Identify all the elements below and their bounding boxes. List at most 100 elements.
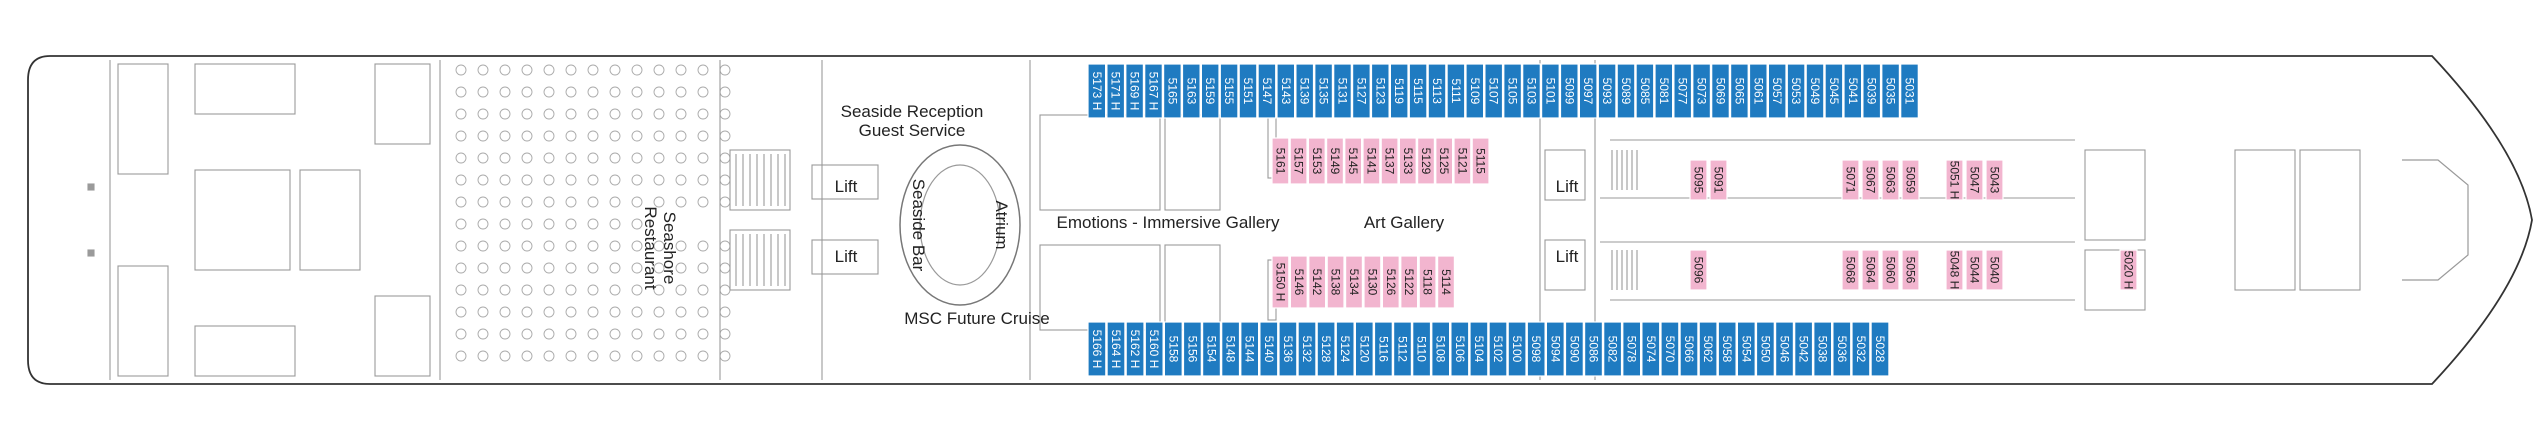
upper-outer-cabin[interactable]: 5093 xyxy=(1597,63,1617,119)
lower-outer-cabin[interactable]: 5112 xyxy=(1392,321,1412,377)
lower-outer-cabin[interactable]: 5116 xyxy=(1373,321,1393,377)
lower-outer-cabin[interactable]: 5110 xyxy=(1412,321,1432,377)
upper-outer-cabin[interactable]: 5077 xyxy=(1673,63,1693,119)
lower-outer-cabin[interactable]: 5140 xyxy=(1259,321,1279,377)
upper-outer-cabin[interactable]: 5065 xyxy=(1729,63,1749,119)
lower-outer-cabin[interactable]: 5106 xyxy=(1450,321,1470,377)
lower-inner-cabin[interactable]: 5130 xyxy=(1363,255,1382,309)
lower-outer-cabin[interactable]: 5082 xyxy=(1603,321,1623,377)
lower-outer-cabin[interactable]: 5124 xyxy=(1335,321,1355,377)
upper-outer-cabin[interactable]: 5031 xyxy=(1900,63,1919,119)
lower-outer-cabin[interactable]: 5070 xyxy=(1660,321,1680,377)
lower-outer-cabin[interactable]: 5166 H xyxy=(1087,321,1107,377)
lower-outer-cabin[interactable]: 5028 xyxy=(1870,321,1890,377)
lower-inner-cabin[interactable]: 5118 xyxy=(1418,255,1437,309)
lower-outer-cabin[interactable]: 5062 xyxy=(1698,321,1718,377)
lower-outer-cabin[interactable]: 5042 xyxy=(1794,321,1814,377)
lower-outer-cabin[interactable]: 5162 H xyxy=(1125,321,1145,377)
lower-outer-cabin[interactable]: 5144 xyxy=(1240,321,1260,377)
lower-inner-fwd-cabin[interactable]: 5060 xyxy=(1881,249,1900,291)
upper-inner-fwd-cabin[interactable]: 5047 xyxy=(1965,159,1984,201)
lower-inner-cabin[interactable]: 5114 xyxy=(1436,255,1455,309)
lower-outer-cabin[interactable]: 5132 xyxy=(1297,321,1317,377)
lower-outer-cabin[interactable]: 5164 H xyxy=(1106,321,1126,377)
upper-inner-fwd-cabin[interactable]: 5063 xyxy=(1881,159,1900,201)
lower-outer-cabin[interactable]: 5074 xyxy=(1641,321,1661,377)
lower-inner-cabin[interactable]: 5138 xyxy=(1326,255,1345,309)
upper-inner-cabin[interactable]: 5157 xyxy=(1289,137,1308,185)
lower-inner-cabin[interactable]: 5122 xyxy=(1400,255,1419,309)
lower-outer-cabin[interactable]: 5148 xyxy=(1221,321,1241,377)
upper-inner-fwd-cabin[interactable]: 5059 xyxy=(1901,159,1920,201)
lower-outer-cabin[interactable]: 5058 xyxy=(1717,321,1737,377)
upper-outer-cabin[interactable]: 5113 xyxy=(1427,63,1447,119)
lower-inner-cabin[interactable]: 5134 xyxy=(1344,255,1363,309)
lower-inner-fwd-cabin[interactable]: 5044 xyxy=(1965,249,1984,291)
upper-outer-cabin[interactable]: 5135 xyxy=(1314,63,1334,119)
upper-outer-cabin[interactable]: 5069 xyxy=(1711,63,1730,119)
upper-outer-cabin[interactable]: 5053 xyxy=(1786,63,1806,119)
upper-outer-cabin[interactable]: 5107 xyxy=(1484,63,1504,119)
upper-outer-cabin[interactable]: 5039 xyxy=(1862,63,1882,119)
lower-inner-fwd-cabin[interactable]: 5020 H xyxy=(2119,249,2138,291)
upper-inner-cabin[interactable]: 5145 xyxy=(1344,137,1363,185)
upper-outer-cabin[interactable]: 5045 xyxy=(1824,63,1844,119)
upper-outer-cabin[interactable]: 5089 xyxy=(1616,63,1636,119)
lower-outer-cabin[interactable]: 5120 xyxy=(1354,321,1374,377)
lower-inner-fwd-cabin[interactable]: 5068 xyxy=(1841,249,1860,291)
upper-outer-cabin[interactable]: 5073 xyxy=(1692,63,1712,119)
upper-outer-cabin[interactable]: 5127 xyxy=(1351,63,1371,119)
upper-outer-cabin[interactable]: 5123 xyxy=(1370,63,1390,119)
upper-inner-fwd-cabin[interactable]: 5095 xyxy=(1689,159,1708,201)
lower-outer-cabin[interactable]: 5050 xyxy=(1755,321,1775,377)
upper-inner-cabin[interactable]: 5153 xyxy=(1307,137,1326,185)
lower-outer-cabin[interactable]: 5038 xyxy=(1813,321,1833,377)
upper-outer-cabin[interactable]: 5109 xyxy=(1465,63,1485,119)
upper-outer-cabin[interactable]: 5171 H xyxy=(1106,63,1126,119)
upper-inner-fwd-cabin[interactable]: 5091 xyxy=(1709,159,1728,201)
lower-outer-cabin[interactable]: 5090 xyxy=(1564,321,1584,377)
lower-inner-cabin[interactable]: 5146 xyxy=(1289,255,1308,309)
upper-outer-cabin[interactable]: 5105 xyxy=(1503,63,1523,119)
upper-outer-cabin[interactable]: 5119 xyxy=(1389,63,1409,119)
upper-outer-cabin[interactable]: 5061 xyxy=(1748,63,1768,119)
lower-outer-cabin[interactable]: 5094 xyxy=(1545,321,1565,377)
lower-outer-cabin[interactable]: 5098 xyxy=(1526,321,1546,377)
upper-outer-cabin[interactable]: 5111 xyxy=(1446,63,1466,119)
upper-outer-cabin[interactable]: 5173 H xyxy=(1087,63,1107,119)
lower-outer-cabin[interactable]: 5032 xyxy=(1851,321,1871,377)
upper-outer-cabin[interactable]: 5115 xyxy=(1408,63,1428,119)
upper-inner-cabin[interactable]: 5137 xyxy=(1380,137,1399,185)
upper-outer-cabin[interactable]: 5147 xyxy=(1257,63,1277,119)
upper-inner-cabin[interactable]: 5161 xyxy=(1271,137,1290,185)
lower-outer-cabin[interactable]: 5054 xyxy=(1736,321,1756,377)
lower-outer-cabin[interactable]: 5158 xyxy=(1163,321,1183,377)
upper-outer-cabin[interactable]: 5155 xyxy=(1219,63,1239,119)
lower-outer-cabin[interactable]: 5160 H xyxy=(1144,321,1164,377)
upper-outer-cabin[interactable]: 5085 xyxy=(1635,63,1655,119)
upper-outer-cabin[interactable]: 5163 xyxy=(1181,63,1201,119)
upper-inner-fwd-cabin[interactable]: 5067 xyxy=(1861,159,1880,201)
upper-inner-cabin[interactable]: 5141 xyxy=(1362,137,1381,185)
upper-inner-cabin[interactable]: 5125 xyxy=(1435,137,1454,185)
lower-outer-cabin[interactable]: 5086 xyxy=(1583,321,1603,377)
lower-outer-cabin[interactable]: 5036 xyxy=(1832,321,1852,377)
upper-outer-cabin[interactable]: 5103 xyxy=(1522,63,1541,119)
lower-inner-fwd-cabin[interactable]: 5040 xyxy=(1985,249,2004,291)
lower-outer-cabin[interactable]: 5128 xyxy=(1316,321,1336,377)
lower-inner-cabin[interactable]: 5150 H xyxy=(1271,255,1290,309)
upper-outer-cabin[interactable]: 5049 xyxy=(1805,63,1825,119)
upper-outer-cabin[interactable]: 5101 xyxy=(1540,63,1560,119)
lower-outer-cabin[interactable]: 5066 xyxy=(1679,321,1699,377)
upper-outer-cabin[interactable]: 5165 xyxy=(1162,63,1182,119)
lower-inner-cabin[interactable]: 5126 xyxy=(1381,255,1400,309)
lower-inner-fwd-cabin[interactable]: 5048 H xyxy=(1945,249,1964,291)
upper-inner-fwd-cabin[interactable]: 5051 H xyxy=(1945,159,1964,201)
upper-outer-cabin[interactable]: 5099 xyxy=(1559,63,1579,119)
upper-outer-cabin[interactable]: 5081 xyxy=(1654,63,1674,119)
upper-outer-cabin[interactable]: 5041 xyxy=(1843,63,1863,119)
upper-outer-cabin[interactable]: 5169 H xyxy=(1125,63,1145,119)
upper-outer-cabin[interactable]: 5143 xyxy=(1276,63,1296,119)
upper-outer-cabin[interactable]: 5057 xyxy=(1767,63,1787,119)
upper-outer-cabin[interactable]: 5139 xyxy=(1295,63,1315,119)
